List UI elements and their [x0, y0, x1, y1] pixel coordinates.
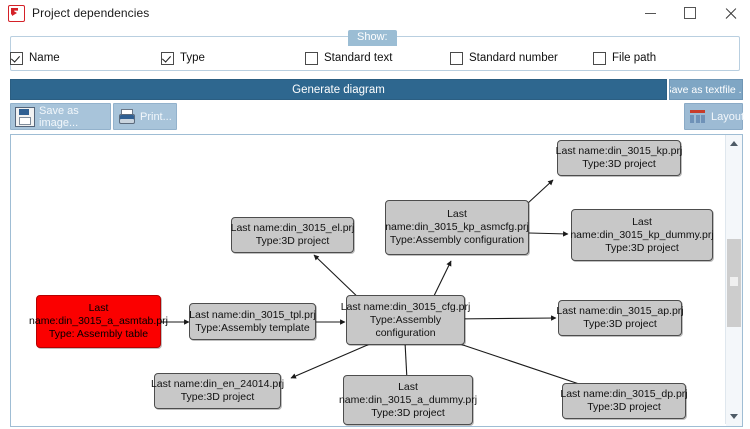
- close-icon: [724, 7, 737, 20]
- node-line1: Last: [632, 215, 652, 228]
- diagram-node-highlighted[interactable]: Last name:din_3015_a_asmtab.prj Type: As…: [29, 295, 168, 348]
- checkbox-standard-number-box[interactable]: [450, 51, 463, 65]
- node-line2: Type:Assembly: [369, 313, 442, 326]
- checkbox-standard-number[interactable]: Standard number: [450, 51, 593, 65]
- scrollbar-thumb[interactable]: [727, 239, 741, 327]
- layout-grid-icon: [689, 108, 707, 126]
- node-line1: Last name:din_3015_tpl.prj: [189, 308, 316, 321]
- diagram-node[interactable]: Last name:din_3015_dp.prj Type:3D projec…: [560, 383, 688, 419]
- node-line1: Last name:din_en_24014.prj: [150, 378, 285, 390]
- node-line2: Type:3D project: [587, 401, 661, 413]
- maximize-button[interactable]: [670, 0, 710, 26]
- scroll-down-button[interactable]: [726, 408, 742, 424]
- diagram-node[interactable]: Last name:din_en_24014.prj Type:3D proje…: [150, 373, 285, 409]
- window-controls: [630, 0, 750, 26]
- node-line1: Last: [88, 302, 109, 314]
- checkbox-type-box[interactable]: [161, 51, 174, 65]
- checkbox-standard-text-box[interactable]: [305, 51, 318, 65]
- diagram-node[interactable]: Last name:din_3015_el.prj Type:3D projec…: [231, 217, 354, 253]
- diagram-node[interactable]: Last name:din_3015_a_dummy.prj Type:3D p…: [339, 375, 477, 425]
- node-line1: Last name:din_3015_dp.prj: [560, 388, 688, 400]
- layout-button[interactable]: Layout: [684, 103, 745, 130]
- node-line3: configuration: [375, 326, 436, 339]
- checkbox-file-path[interactable]: File path: [593, 51, 657, 65]
- diagram-node[interactable]: Last name:din_3015_cfg.prj Type:Assembly…: [341, 295, 470, 345]
- generate-diagram-button[interactable]: Generate diagram: [10, 79, 667, 100]
- diagram-node[interactable]: Last name:din_3015_ap.prj Type:3D projec…: [556, 300, 684, 336]
- checkbox-name-box[interactable]: [10, 51, 23, 65]
- floppy-disk-icon: [15, 106, 35, 127]
- node-line2: name:din_3015_kp_dummy.prj: [570, 228, 714, 241]
- minimize-icon: [644, 12, 656, 14]
- diagram-canvas[interactable]: Last name:din_3015_kp.prj Type:3D projec…: [11, 135, 725, 425]
- app-icon: [8, 4, 25, 22]
- print-label: Print...: [140, 110, 172, 123]
- node-line1: Last name:din_3015_el.prj: [230, 222, 355, 234]
- node-line1: Last: [447, 208, 467, 220]
- node-line3: Type: Assembly table: [48, 328, 149, 340]
- diagram-node[interactable]: Last name:din_3015_kp.prj Type:3D projec…: [555, 140, 683, 176]
- checkbox-file-path-box[interactable]: [593, 51, 606, 65]
- layout-label: Layout: [711, 110, 745, 123]
- node-line2: Type:3D project: [582, 158, 656, 170]
- node-line1: Last name:din_3015_ap.prj: [556, 305, 684, 317]
- vertical-scrollbar[interactable]: [725, 135, 742, 424]
- show-groupbox-legend: Show:: [348, 30, 397, 46]
- checkbox-standard-text[interactable]: Standard text: [305, 51, 450, 65]
- node-line3: Type:Assembly configuration: [389, 234, 525, 246]
- node-line2: Type:3D project: [583, 318, 657, 330]
- node-line1: Last: [398, 380, 418, 393]
- node-line2: Type:3D project: [255, 235, 330, 247]
- checkbox-name-label: Name: [29, 52, 60, 64]
- scrollbar-corner: [726, 424, 742, 426]
- show-options-row: Name Type Standard text Standard number …: [10, 48, 738, 68]
- node-line3: Type:3D project: [371, 406, 445, 419]
- node-line1: Last name:din_3015_kp.prj: [555, 145, 683, 157]
- node-line1: Last name:din_3015_cfg.prj: [340, 300, 471, 313]
- save-as-image-button[interactable]: Save as image...: [10, 103, 111, 130]
- node-line2: Type:3D project: [180, 391, 255, 403]
- checkbox-name[interactable]: Name: [10, 51, 161, 65]
- print-button[interactable]: Print...: [113, 103, 177, 130]
- chevron-up-icon: [730, 140, 738, 146]
- node-line2: name:din_3015_a_asmtab.prj: [29, 315, 168, 327]
- scroll-up-button[interactable]: [726, 135, 742, 151]
- checkbox-file-path-label: File path: [612, 52, 657, 64]
- save-as-textfile-button[interactable]: Save as textfile ...: [669, 79, 743, 100]
- minimize-button[interactable]: [630, 0, 670, 26]
- diagram-canvas-frame: Last name:din_3015_kp.prj Type:3D projec…: [10, 134, 743, 427]
- node-line2: name:din_3015_a_dummy.prj: [338, 393, 478, 406]
- checkbox-standard-number-label: Standard number: [469, 52, 558, 64]
- diagram-node[interactable]: Last name:din_3015_tpl.prj Type:Assembly…: [189, 303, 316, 340]
- window-titlebar: Project dependencies: [0, 0, 750, 27]
- checkbox-type[interactable]: Type: [161, 51, 305, 65]
- printer-icon: [118, 108, 136, 126]
- maximize-icon: [684, 7, 696, 19]
- save-as-image-label: Save as image...: [39, 104, 79, 129]
- node-line2: name:din_3015_kp_asmcfg.prj: [385, 221, 529, 233]
- window-title: Project dependencies: [32, 6, 150, 20]
- node-line3: Type:3D project: [605, 241, 679, 254]
- chevron-down-icon: [730, 413, 738, 419]
- node-line2: Type:Assembly template: [195, 321, 310, 334]
- diagram-node[interactable]: Last name:din_3015_kp_dummy.prj Type:3D …: [570, 209, 714, 261]
- checkbox-standard-text-label: Standard text: [324, 52, 393, 64]
- close-button[interactable]: [710, 0, 750, 26]
- diagram-node[interactable]: Last name:din_3015_kp_asmcfg.prj Type:As…: [385, 200, 529, 255]
- checkbox-type-label: Type: [180, 52, 205, 64]
